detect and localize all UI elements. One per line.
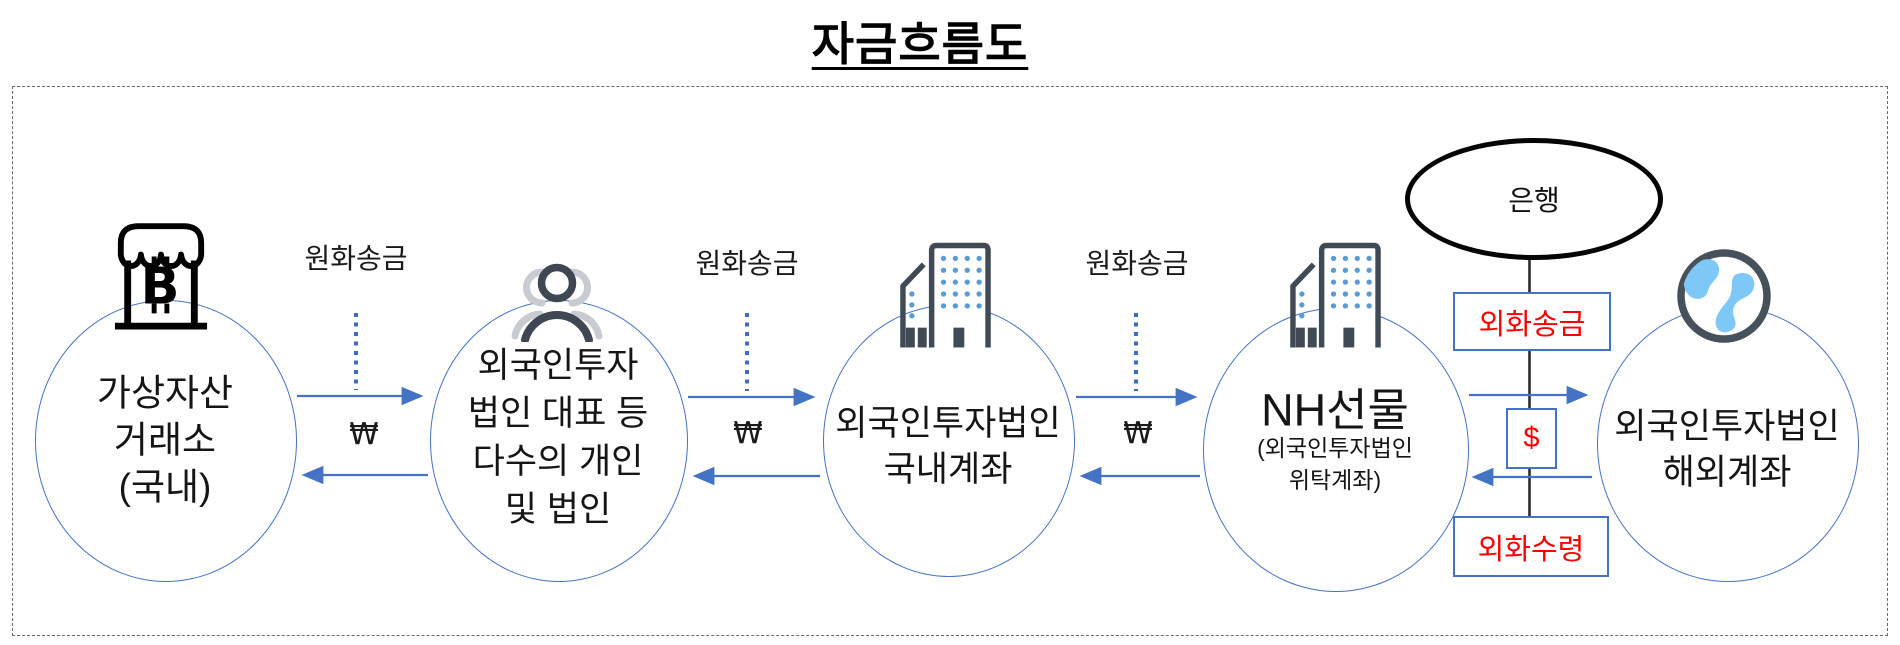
- node-label-line: 거래소: [113, 419, 217, 461]
- node-label-line: 위탁계좌): [1288, 467, 1382, 493]
- fx-dollar-box: $: [1506, 408, 1557, 469]
- node-label-line: 외국인투자법인: [1614, 407, 1840, 446]
- node-label-line: 법인 대표 등: [467, 394, 649, 433]
- globe-icon: [1674, 246, 1774, 346]
- node-label-line: (외국인투자법인: [1257, 435, 1413, 461]
- node-label-line: (국내): [118, 466, 212, 508]
- bank-ellipse: 은행: [1405, 138, 1663, 260]
- people-group-icon: [511, 256, 603, 342]
- node-label-line: 외국인투자: [477, 346, 639, 385]
- node-label-line: 해외계좌: [1662, 453, 1792, 492]
- node-label-exchange: 가상자산 거래소 (국내): [97, 370, 233, 511]
- node-label-line: 외국인투자법인: [835, 404, 1061, 443]
- node-label-individuals: 외국인투자 법인 대표 등 다수의 개인 및 법인: [468, 342, 648, 534]
- node-circle-exchange: [35, 300, 297, 582]
- office-building-icon: [1288, 238, 1382, 352]
- node-sublabel-nh-futures: (외국인투자법인 위탁계좌): [1257, 432, 1413, 496]
- bank-label: 은행: [1508, 185, 1560, 216]
- node-label-line: 다수의 개인: [472, 442, 644, 481]
- krw-flow-label-2: 원화송금: [695, 248, 799, 279]
- diagram-border: [12, 86, 1888, 636]
- office-building-icon: [898, 238, 992, 352]
- krw-flow-label-1: 원화송금: [304, 243, 408, 274]
- store-bitcoin-icon: B: [112, 220, 210, 346]
- krw-flow-label-3: 원화송금: [1085, 248, 1189, 279]
- node-label-overseas-account: 외국인투자법인 해외계좌: [1614, 404, 1839, 496]
- won-symbol-2: ₩: [733, 416, 763, 452]
- svg-text:B: B: [141, 258, 180, 317]
- node-label-domestic-account: 외국인투자법인 국내계좌: [835, 401, 1060, 493]
- fx-send-box: 외화송금: [1453, 292, 1611, 351]
- page-title: 자금흐름도: [811, 18, 1029, 70]
- node-title-nh-futures: NH선물: [1261, 384, 1409, 436]
- won-symbol-1: ₩: [349, 417, 379, 453]
- node-label-line: 가상자산: [96, 372, 234, 414]
- won-symbol-3: ₩: [1123, 416, 1153, 452]
- fx-receive-box: 외화수령: [1453, 516, 1609, 577]
- node-label-line: 및 법인: [504, 490, 612, 529]
- node-label-line: 국내계좌: [883, 450, 1013, 489]
